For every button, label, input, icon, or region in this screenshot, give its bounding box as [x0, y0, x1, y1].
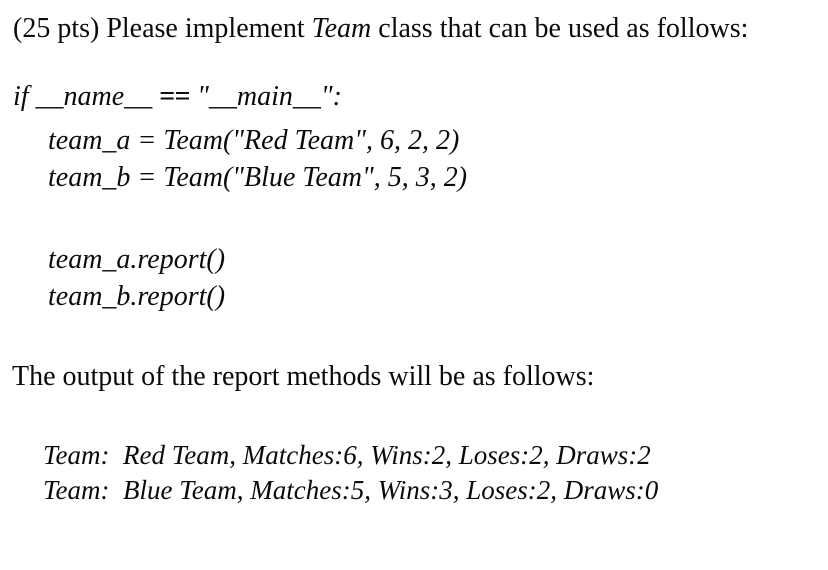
- expected-output-line-blue-team: Team: Blue Team, Matches:5, Wins:3, Lose…: [43, 475, 659, 505]
- code-equality-operator: ==: [159, 81, 191, 112]
- question-prompt-emphasis: Team: [311, 13, 372, 44]
- code-main-guard-prefix: if __name__: [13, 81, 160, 112]
- expected-output-line-red-team: Team: Red Team, Matches:6, Wins:2, Loses…: [43, 440, 651, 470]
- code-main-guard-suffix: "__main__":: [190, 81, 342, 112]
- code-line-main-guard: if __name__ == "__main__":: [13, 82, 342, 112]
- code-line-team-a-init: team_a = Team("Red Team", 6, 2, 2): [48, 125, 460, 156]
- question-prompt: (25 pts) Please implement Team class tha…: [13, 14, 748, 44]
- code-line-team-a-report: team_a.report(): [48, 244, 226, 275]
- code-line-team-b-init: team_b = Team("Blue Team", 5, 3, 2): [48, 162, 468, 193]
- code-line-team-b-report: team_b.report(): [48, 281, 226, 312]
- question-prompt-tail: class that can be used as follows:: [371, 13, 749, 44]
- question-prompt-lead: (25 pts) Please implement: [13, 13, 312, 44]
- output-intro-text: The output of the report methods will be…: [12, 361, 595, 392]
